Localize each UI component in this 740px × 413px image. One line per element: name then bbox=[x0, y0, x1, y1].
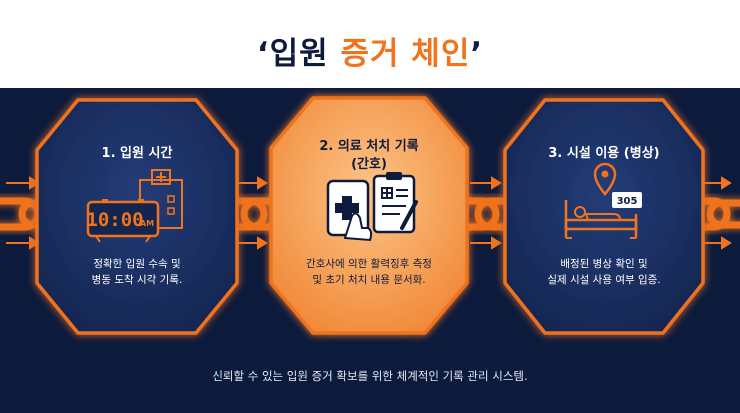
title-band: ‘입원 증거 체인’ bbox=[0, 0, 740, 88]
patient-bed-location-icon: 305 bbox=[564, 162, 642, 239]
step-1-desc-line-2: 병동 도착 시각 기록. bbox=[91, 274, 183, 286]
step-1-description: 정확한 입원 수속 및 병동 도착 시각 기록. bbox=[57, 256, 217, 288]
clock-ampm: AM bbox=[140, 219, 154, 228]
flow-arrows bbox=[6, 176, 732, 250]
step-2-desc-line-1: 간호사에 의한 활력징후 측정 bbox=[306, 258, 432, 270]
step-3-title: 3. 시설 이용 (병상) bbox=[548, 146, 660, 161]
step-2-title: 2. 의료 처치 기록 (간호) bbox=[289, 138, 449, 174]
title-prefix: ‘입원 bbox=[256, 36, 341, 72]
page-title: ‘입원 증거 체인’ bbox=[0, 28, 740, 73]
alarm-clock-hospital-icon: 10:00 AM bbox=[86, 169, 183, 243]
footer-caption: 신뢰할 수 있는 입원 증거 확보를 위한 체계적인 기록 관리 시스템. bbox=[212, 369, 528, 383]
room-number: 305 bbox=[617, 196, 638, 207]
title-suffix: ’ bbox=[470, 36, 484, 72]
step-3-desc-line-2: 실제 시설 사용 여부 입증. bbox=[547, 274, 661, 286]
step-2-title-line-1: 2. 의료 처치 기록 bbox=[319, 139, 419, 154]
medical-tablet-clipboard-icon bbox=[326, 172, 418, 242]
step-2-description: 간호사에 의한 활력징후 측정 및 초기 처치 내용 문서화. bbox=[284, 256, 454, 288]
step-2-desc-line-2: 및 초기 처치 내용 문서화. bbox=[312, 274, 426, 286]
step-3-description: 배정된 병상 확인 및 실제 시설 사용 여부 입증. bbox=[519, 256, 689, 288]
diagram-graphics: 10:00 AM 305 bbox=[0, 96, 740, 335]
step-3-hexagon bbox=[503, 98, 705, 335]
diagram-panel: 10:00 AM 305 bbox=[0, 88, 740, 413]
step-3-desc-line-1: 배정된 병상 확인 및 bbox=[560, 258, 648, 270]
step-1-desc-line-1: 정확한 입원 수속 및 bbox=[93, 258, 181, 270]
title-accent: 증거 체인 bbox=[340, 36, 471, 72]
clock-time: 10:00 bbox=[86, 209, 143, 231]
step-1-title: 1. 입원 시간 bbox=[101, 146, 173, 161]
step-2-title-line-2: (간호) bbox=[351, 157, 387, 172]
